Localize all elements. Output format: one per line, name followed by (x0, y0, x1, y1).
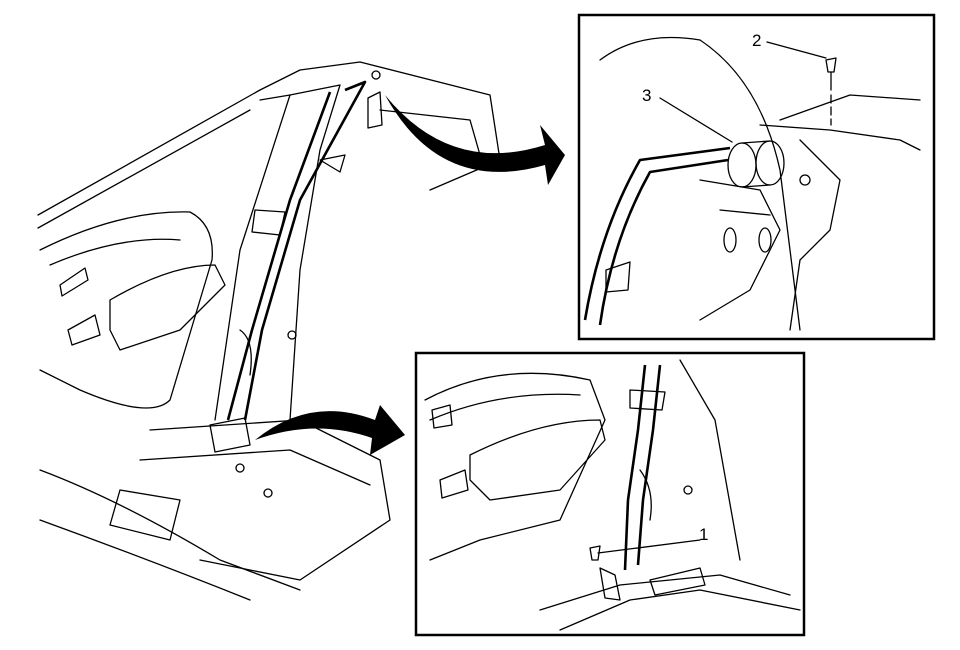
arrow-to-lower-inset (255, 405, 405, 455)
callout-2: 2 (752, 31, 761, 50)
lower-inset: 1 (414, 351, 806, 637)
arrow-to-upper-inset (385, 95, 565, 185)
upper-inset: 2 3 (577, 13, 936, 341)
main-view (37, 61, 501, 601)
callout-1: 1 (699, 525, 708, 544)
callout-3: 3 (642, 86, 651, 105)
